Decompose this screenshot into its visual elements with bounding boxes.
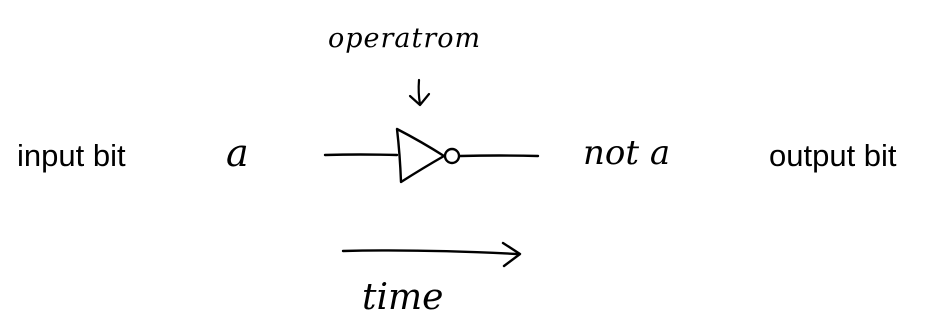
time-label: time xyxy=(362,277,444,318)
output-variable-label: not a xyxy=(583,133,671,173)
not-gate-icon xyxy=(395,127,461,184)
input-bit-label: input bit xyxy=(17,138,126,173)
output-wire xyxy=(458,154,540,158)
input-wire xyxy=(323,153,399,157)
operation-label: operatrom xyxy=(328,23,482,54)
arrow-down-icon xyxy=(408,78,431,107)
input-variable-label: a xyxy=(226,131,249,175)
output-bit-label: output bit xyxy=(769,138,897,173)
arrow-right-icon xyxy=(341,241,522,268)
